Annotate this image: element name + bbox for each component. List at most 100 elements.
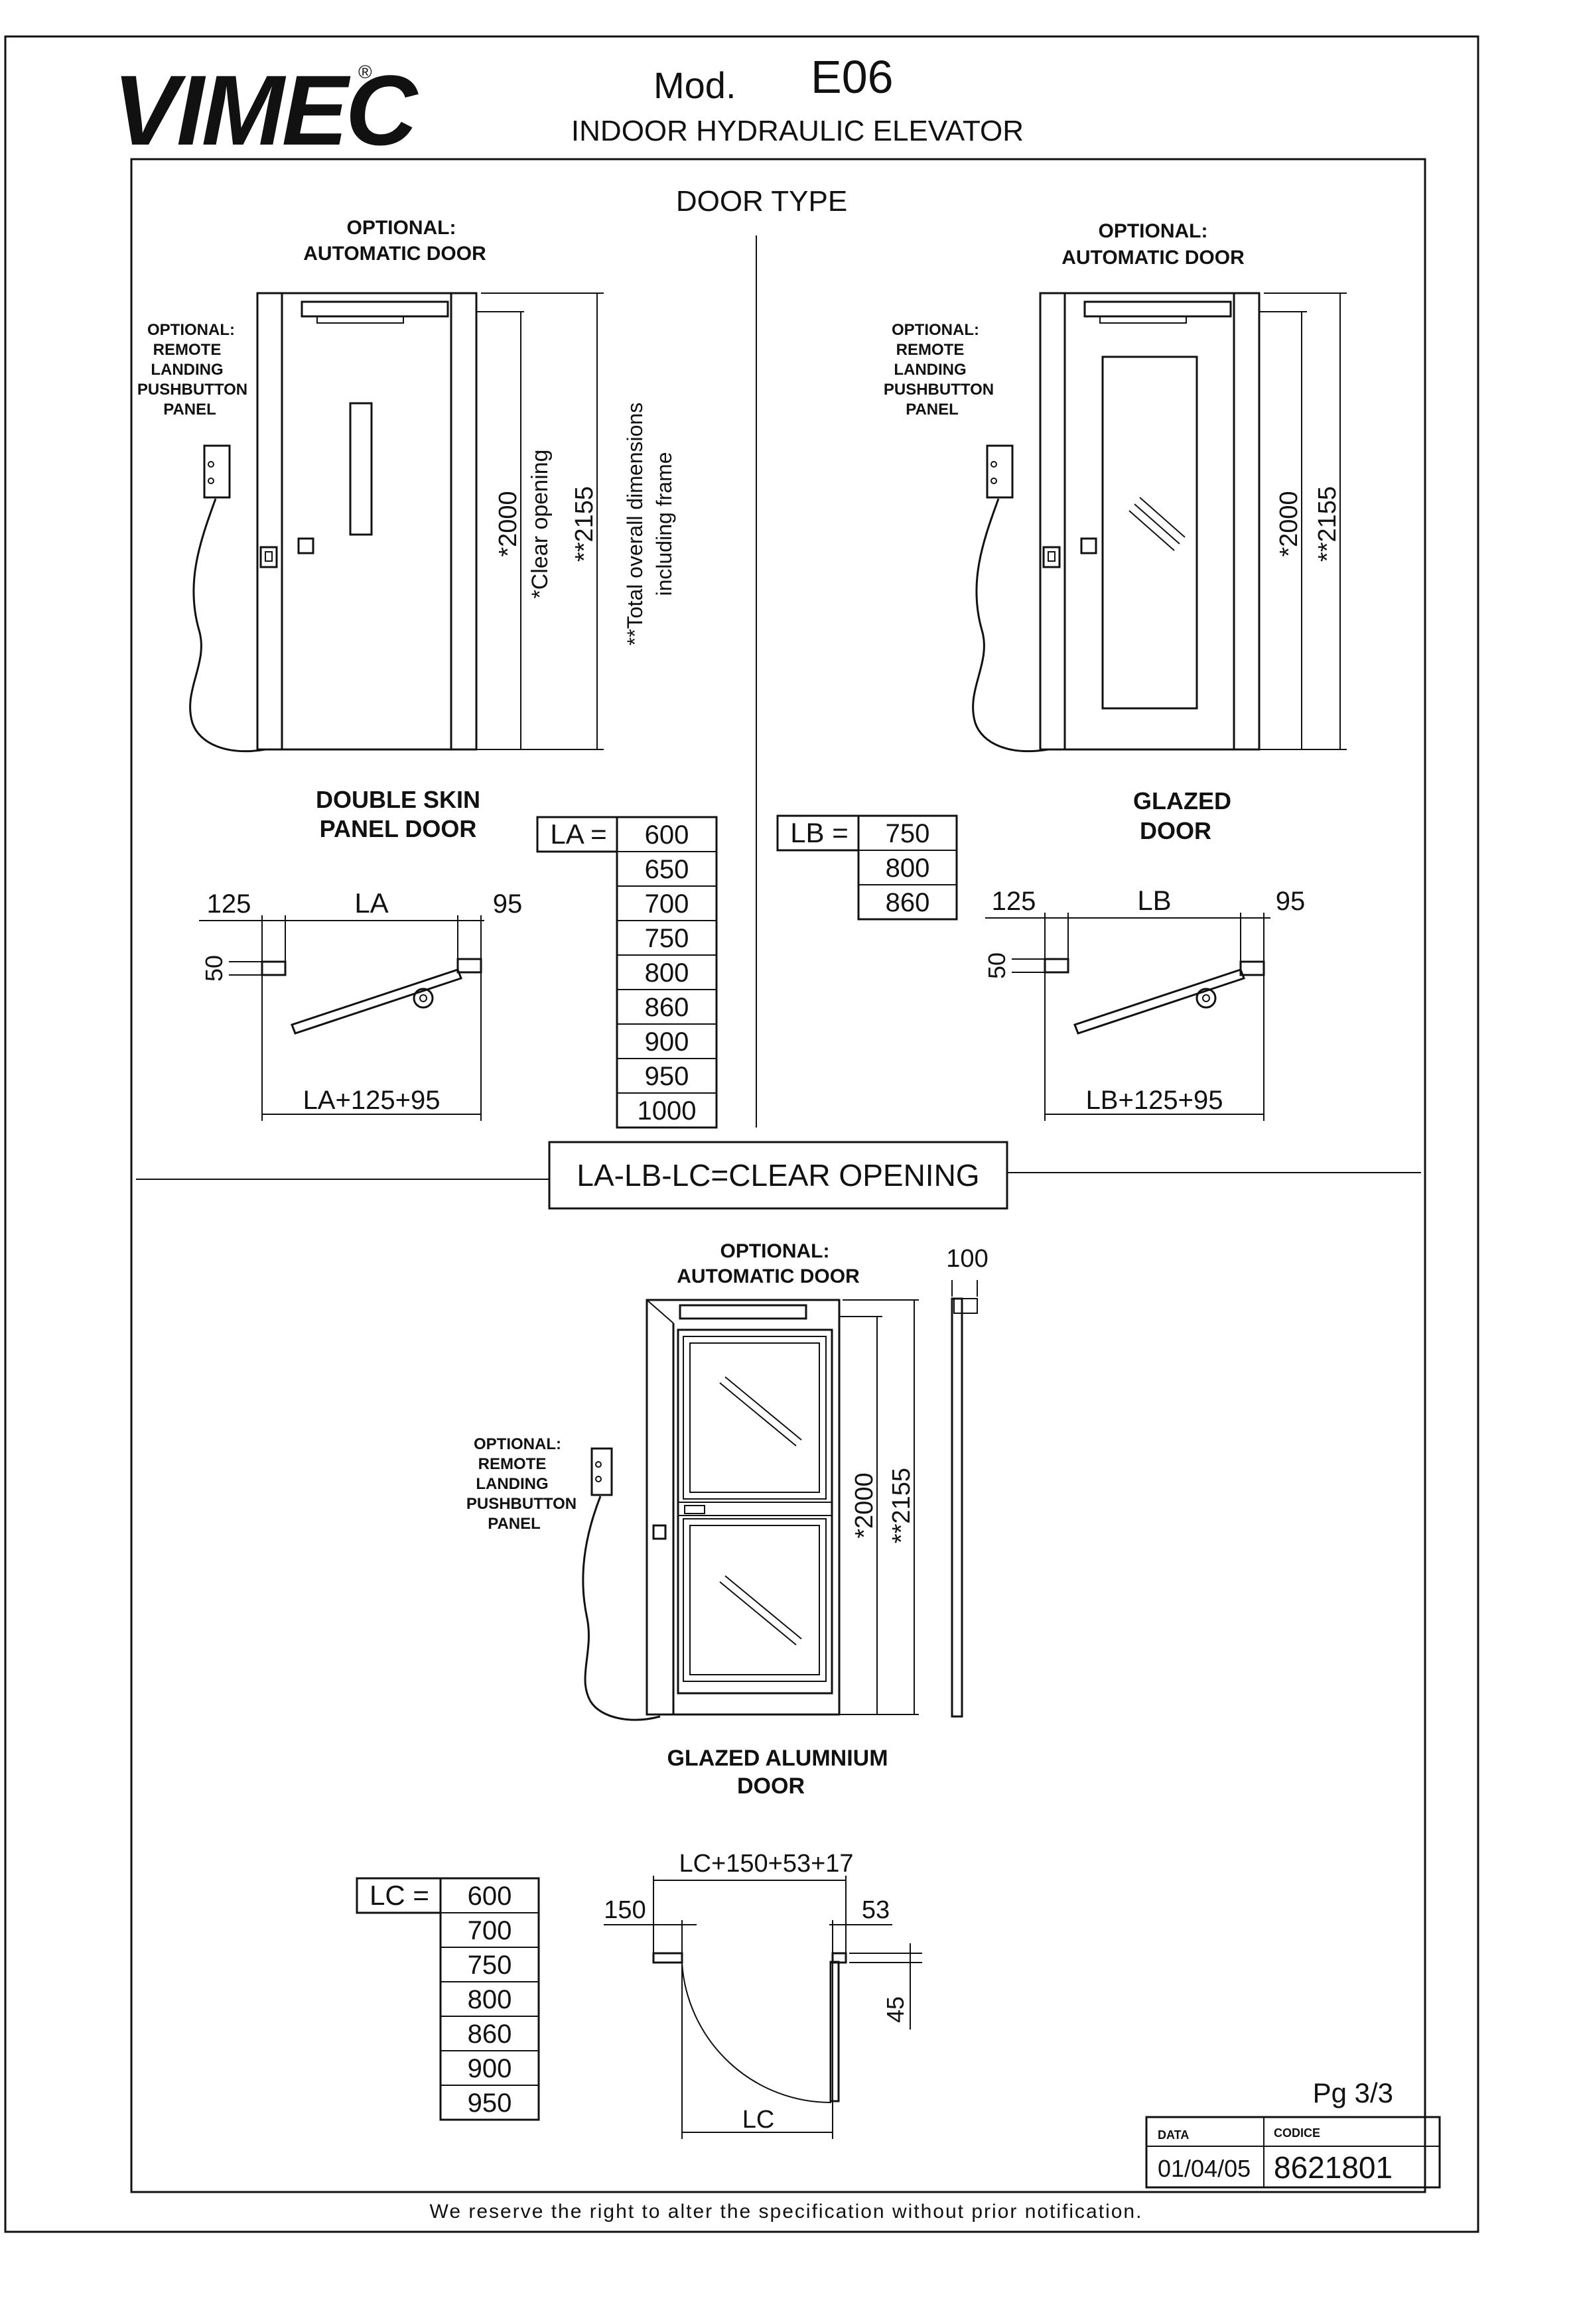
panel-label-b4: PUSHBUTTON [884, 381, 994, 399]
lb-size-cell: 800 [886, 854, 930, 883]
auto-door-label-b2: AUTOMATIC DOOR [1061, 247, 1245, 269]
panel-label-b2: REMOTE [896, 341, 965, 359]
cable-b [972, 498, 1049, 753]
glazed-panel-b [1101, 355, 1198, 710]
door-c-elevation: OPTIONAL: AUTOMATIC DOOR OPTIONAL: REMOT… [466, 1240, 989, 1799]
logo-text: VIMEC [113, 54, 419, 166]
lc-size-cell: 700 [468, 1916, 512, 1945]
door-a-name-2: PANEL DOOR [320, 815, 477, 842]
lb-size-cell: 860 [886, 888, 930, 917]
la-size-cell: 650 [645, 855, 689, 884]
lc-label: LC = [370, 1880, 429, 1911]
auto-door-label-a1: OPTIONAL: [347, 217, 456, 239]
door-a-name-1: DOUBLE SKIN [316, 786, 480, 813]
panel-label-b3: LANDING [894, 361, 966, 379]
cable-c [582, 1496, 661, 1721]
lc-size-cell: 860 [468, 2020, 512, 2049]
code-label: CODICE [1274, 2126, 1320, 2140]
pushbutton-panel-c [590, 1447, 613, 1496]
registered-mark: ® [358, 62, 372, 82]
clear-opening-text: LA-LB-LC=CLEAR OPENING [577, 1158, 979, 1193]
dim-100: 100 [946, 1245, 988, 1273]
la-size-cell: 860 [645, 993, 689, 1022]
la-label: LA = [550, 818, 606, 850]
la-size-cell: 700 [645, 889, 689, 919]
date-label: DATA [1158, 2128, 1189, 2142]
outer-frame [4, 35, 1479, 2233]
lc-size-cell: 800 [468, 1985, 512, 2014]
la-size-cell: 750 [645, 924, 689, 953]
auto-door-label-c1: OPTIONAL: [720, 1240, 830, 1262]
door-b-name-1: GLAZED [1133, 787, 1231, 814]
inner-frame [130, 158, 1426, 2193]
dim-95-b: 95 [1276, 887, 1306, 916]
subtitle: INDOOR HYDRAULIC ELEVATOR [571, 115, 1024, 147]
panel-label-b1: OPTIONAL: [892, 321, 979, 339]
la-size-cell: 900 [645, 1027, 689, 1057]
panel-label-c3: LANDING [476, 1475, 548, 1493]
pushbutton-panel-b [986, 444, 1014, 499]
door-frame-a [256, 292, 478, 751]
door-b-elevation: OPTIONAL: AUTOMATIC DOOR OPTIONAL: REMOT… [884, 220, 1347, 844]
panel-label-b5: PANEL [906, 401, 959, 419]
dim-2155-b: **2155 [1314, 486, 1341, 562]
la-size-cell: 1000 [638, 1096, 697, 1126]
dim-95-a: 95 [493, 889, 523, 919]
lc-size-cell: 900 [468, 2054, 512, 2083]
date-value: 01/04/05 [1158, 2155, 1251, 2182]
door-operator-c [679, 1304, 807, 1320]
lb-size-cell: 750 [886, 819, 930, 848]
door-c-plan: LC+150+53+17 150 53 LC 45 [604, 1850, 922, 2139]
dim-50-b: 50 [983, 952, 1010, 979]
door-c-side-section [951, 1297, 963, 1718]
dim-la: LA [354, 887, 388, 919]
dim-2000-c: *2000 [851, 1472, 878, 1538]
panel-label-c1: OPTIONAL: [474, 1435, 561, 1453]
panel-label-a2: REMOTE [153, 341, 222, 359]
panel-label-a3: LANDING [151, 361, 223, 379]
swing-arc [681, 1963, 832, 2104]
door-a-elevation: OPTIONAL: AUTOMATIC DOOR OPTIONAL: REMOT… [137, 217, 676, 842]
dim-53: 53 [862, 1896, 890, 1924]
door-frame-b [1039, 292, 1261, 751]
door-b-name-2: DOOR [1140, 817, 1211, 844]
door-b-plan: 125 LB 95 50 LB+125+95 [983, 885, 1305, 1121]
panel-label-a1: OPTIONAL: [147, 321, 235, 339]
dim-2155-a: **2155 [571, 486, 598, 562]
door-c-name-1: GLAZED ALUMNIUM [667, 1746, 888, 1771]
la-size-cell: 800 [645, 958, 689, 988]
dim-lc: LC [742, 2106, 775, 2134]
panel-label-a5: PANEL [163, 401, 216, 419]
panel-label-c4: PUSHBUTTON [466, 1495, 577, 1513]
lb-size-table: LB = 750 800 860 [776, 814, 958, 921]
panel-label-a4: PUSHBUTTON [137, 381, 247, 399]
la-size-cell: 600 [645, 820, 689, 850]
panel-label-c2: REMOTE [478, 1455, 547, 1473]
dim-2000-b: *2000 [1275, 491, 1303, 556]
door-leaf-c [677, 1328, 833, 1695]
dim-2155-c: **2155 [888, 1468, 916, 1543]
title-block: DATA CODICE 01/04/05 8621801 [1145, 2116, 1441, 2189]
la-size-cell: 950 [645, 1062, 689, 1091]
footer-note: We reserve the right to alter the specif… [430, 2201, 1143, 2223]
dim-125-a: 125 [207, 889, 251, 919]
dim-2000-a: *2000 [494, 491, 522, 556]
door-operator-b [1083, 300, 1232, 318]
clear-opening-note: *Clear opening [527, 450, 553, 599]
overall-note-1: **Total overall dimensions [623, 403, 647, 645]
section-title: DOOR TYPE [676, 185, 847, 218]
page-number: Pg 3/3 [1313, 2077, 1393, 2108]
lc-size-cell: 950 [468, 2089, 512, 2118]
door-operator-a [301, 300, 449, 318]
lc-size-cell: 750 [468, 1951, 512, 1980]
door-a-formula: LA+125+95 [303, 1086, 441, 1115]
door-frame-c [646, 1299, 841, 1716]
lb-label: LB = [790, 817, 849, 848]
dim-lb: LB [1137, 885, 1171, 916]
dim-50-a: 50 [200, 955, 228, 982]
vimec-logo: VIMEC ® [113, 54, 422, 166]
lc-size-cell: 600 [468, 1882, 512, 1911]
overall-note-2: including frame [652, 452, 676, 596]
door-a-plan: 125 LA 95 50 LA+125+95 [199, 887, 522, 1121]
